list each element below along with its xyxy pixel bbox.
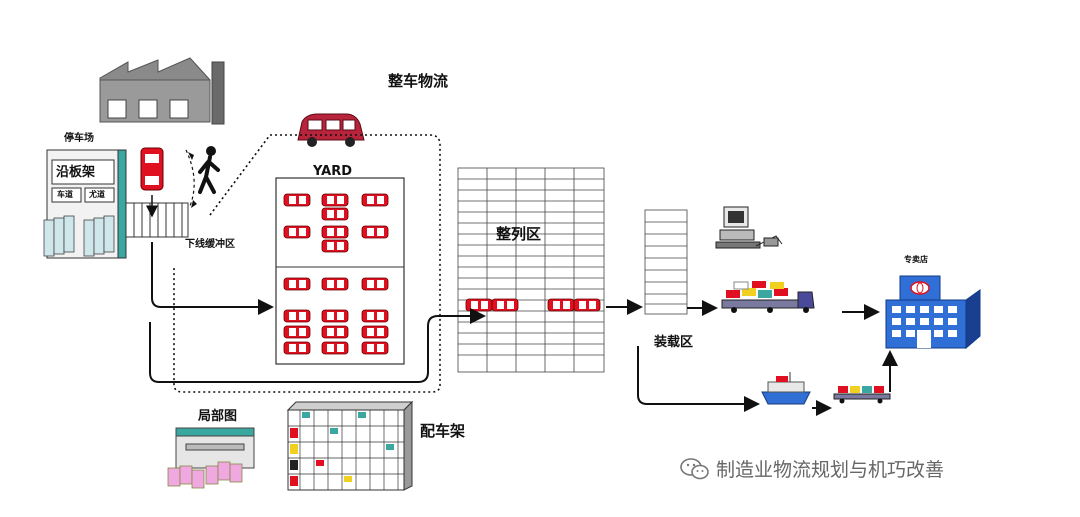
dotted-loop-path: [173, 134, 441, 393]
computer-icon: [715, 206, 783, 249]
small-car-carrier-icon: [833, 386, 891, 404]
dealer-building-icon: [885, 275, 981, 350]
ship-zone-label: 装载区: [654, 335, 694, 350]
sub-label-2: 尤道: [89, 190, 105, 199]
vehicle-logistics-title: 整车物流: [388, 72, 449, 90]
yard-label: YARD: [313, 164, 353, 179]
car-rack-icon: [286, 400, 414, 491]
buffer-gate: [125, 147, 189, 238]
arrange-zone-grid: [457, 167, 605, 373]
ship-zone-grid: [644, 209, 688, 315]
loading-shelf-label: 沿板架: [56, 165, 96, 180]
sub-label-1: 车道: [57, 190, 73, 199]
yard-parking-building: [275, 177, 405, 365]
dealer-label: 专卖店: [904, 255, 928, 264]
watermark: 制造业物流规划与机巧改善: [680, 455, 944, 482]
parts-area-device-icon: [167, 427, 255, 489]
parts-area-label: 局部图: [198, 409, 238, 424]
factory-building-icon: [99, 57, 225, 125]
watermark-text: 制造业物流规划与机巧改善: [716, 459, 945, 481]
parking-label: 停车场: [64, 133, 94, 144]
car-rack-label: 配车架: [420, 422, 466, 440]
arrange-zone-label: 整列区: [496, 225, 542, 243]
minivan-icon: [297, 113, 365, 147]
walking-person-icon: [185, 146, 220, 208]
buffer-label: 下线缓冲区: [185, 239, 235, 250]
parking-shelf-icon: [43, 149, 127, 259]
ship-icon: [761, 372, 811, 405]
flow-arrows: [149, 242, 898, 416]
car-carrier-truck-icon: [721, 281, 815, 313]
wechat-icon: [680, 457, 709, 479]
